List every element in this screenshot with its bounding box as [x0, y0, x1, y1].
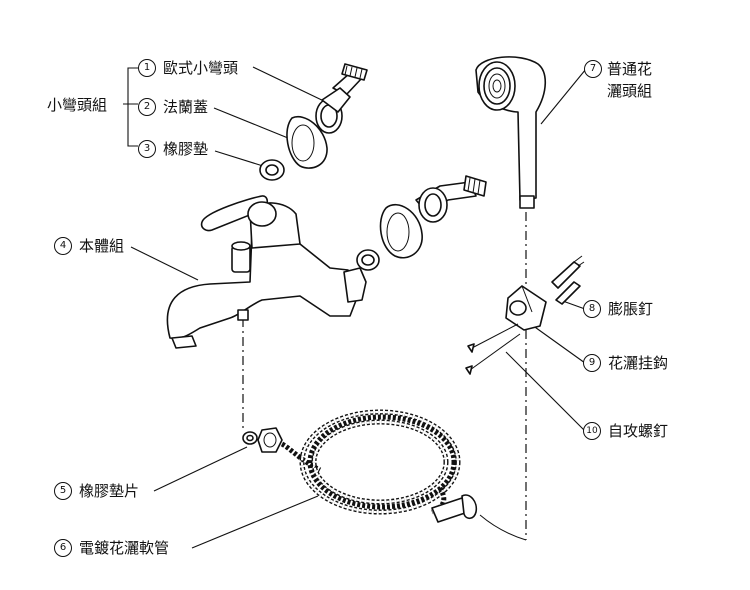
callout-number-3: 3	[138, 140, 156, 158]
callout-label-6: 電鍍花灑軟管	[79, 539, 170, 557]
callout-number-9: 9	[583, 354, 601, 372]
hook-bracket-icon	[505, 285, 547, 331]
callout-number-8: 8	[583, 300, 601, 318]
callout-label-1: 歐式小彎頭	[163, 59, 239, 77]
callout-label-2: 法蘭蓋	[163, 98, 209, 116]
callout-label-3: 橡膠墊	[163, 140, 209, 158]
callout-label-9: 花灑挂鈎	[608, 354, 669, 372]
callout-number-4: 4	[54, 237, 72, 255]
callout-number-6: 6	[54, 539, 72, 557]
rubber-washer-icon	[259, 159, 285, 181]
group-label: 小彎頭組	[47, 96, 108, 114]
self-tapping-screw-icon	[465, 323, 521, 375]
callout-number-7: 7	[584, 60, 602, 78]
shower-head-icon	[475, 56, 547, 209]
callout-number-1: 1	[138, 59, 156, 77]
callout-label-7-line2: 灑頭組	[607, 82, 653, 100]
expansion-plug-icon	[551, 255, 585, 305]
callout-number-10: 10	[583, 422, 601, 440]
elbow-right-icon	[415, 175, 487, 223]
callout-label-4: 本體組	[79, 237, 125, 255]
callout-number-2: 2	[138, 98, 156, 116]
callout-label-5: 橡膠墊片	[79, 482, 140, 500]
flange-cover-right-icon	[379, 203, 423, 259]
callout-number-5: 5	[54, 482, 72, 500]
faucet-body-icon	[166, 195, 367, 349]
flange-cover-icon	[286, 115, 328, 169]
shower-hose-icon	[280, 409, 478, 523]
elbow-icon	[315, 63, 368, 134]
group-bracket	[123, 67, 138, 147]
leader-lines	[130, 66, 587, 549]
callout-label-8: 膨脹釘	[608, 300, 654, 318]
rubber-washer-right-icon	[356, 249, 380, 271]
callout-label-7-line1: 普通花	[607, 60, 653, 78]
assembly-axes	[242, 212, 527, 541]
flat-washer-icon	[242, 427, 283, 453]
callout-label-10: 自攻螺釘	[608, 422, 669, 440]
